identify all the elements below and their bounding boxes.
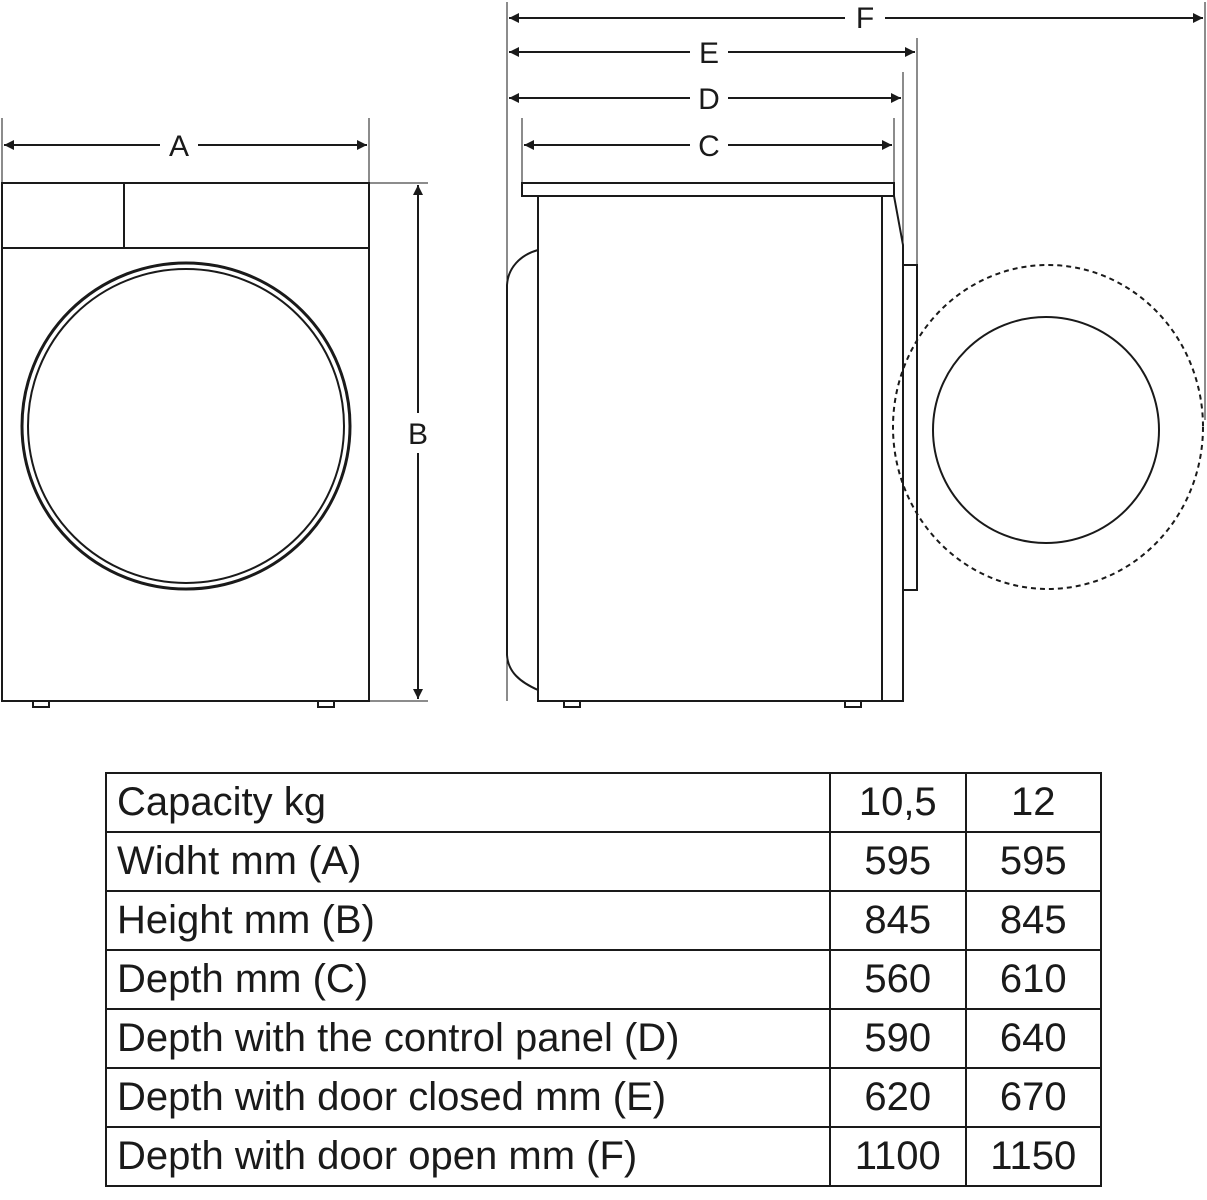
- dimension-label-b: B: [408, 418, 428, 451]
- side-back-cover: [506, 249, 539, 691]
- dimension-label-c: C: [698, 130, 720, 163]
- specification-table: Capacity kg 10,5 12 Widht mm (A) 595 595…: [104, 772, 1102, 1187]
- value-12kg: 670: [964, 1067, 1102, 1128]
- table-row: Height mm (B) 845 845: [104, 890, 1102, 951]
- row-label: Depth mm (C): [104, 949, 832, 1010]
- value-10-5kg: 590: [829, 1008, 967, 1069]
- front-foot-left: [32, 700, 50, 708]
- value-10-5kg: 620: [829, 1067, 967, 1128]
- value-12kg: 640: [964, 1008, 1102, 1069]
- open-door-swing: [892, 264, 1204, 590]
- front-view: [1, 182, 370, 708]
- side-cabinet: [537, 195, 883, 702]
- dimension-label-a: A: [169, 130, 189, 163]
- dimension-drawing: A B C D E F: [1, 2, 1206, 708]
- value-12kg: 595: [964, 831, 1102, 892]
- extension-lines: [1, 2, 1206, 702]
- side-view: [506, 182, 1204, 708]
- row-label: Widht mm (A): [104, 831, 832, 892]
- dimension-label-e: E: [699, 37, 719, 70]
- row-label: Depth with door open mm (F): [104, 1126, 832, 1187]
- side-foot-left: [563, 700, 581, 708]
- front-door-outer: [20, 261, 352, 591]
- open-door-glass: [932, 316, 1160, 544]
- table-row: Capacity kg 10,5 12: [104, 772, 1102, 833]
- value-12kg: 610: [964, 949, 1102, 1010]
- table-row: Depth with door open mm (F) 1100 1150: [104, 1126, 1102, 1187]
- front-door-inner: [27, 268, 345, 584]
- table-row: Widht mm (A) 595 595: [104, 831, 1102, 892]
- table-row: Depth mm (C) 560 610: [104, 949, 1102, 1010]
- row-label: Capacity kg: [104, 772, 832, 833]
- side-top-panel: [521, 182, 895, 197]
- value-10-5kg: 845: [829, 890, 967, 951]
- row-label: Depth with the control panel (D): [104, 1008, 832, 1069]
- value-10-5kg: 10,5: [829, 772, 967, 833]
- dimension-label-f: F: [856, 2, 874, 35]
- side-rear-panel: [882, 195, 904, 702]
- side-foot-right: [844, 700, 862, 708]
- dimension-letters: A B C D E F: [160, 2, 885, 453]
- side-door-closed: [902, 264, 918, 591]
- value-10-5kg: 595: [829, 831, 967, 892]
- value-12kg: 12: [964, 772, 1102, 833]
- value-10-5kg: 1100: [829, 1126, 967, 1187]
- value-10-5kg: 560: [829, 949, 967, 1010]
- table-row: Depth with door closed mm (E) 620 670: [104, 1067, 1102, 1128]
- value-12kg: 845: [964, 890, 1102, 951]
- row-label: Depth with door closed mm (E): [104, 1067, 832, 1128]
- row-label: Height mm (B): [104, 890, 832, 951]
- front-cabinet: [1, 182, 370, 702]
- table-row: Depth with the control panel (D) 590 640: [104, 1008, 1102, 1069]
- value-12kg: 1150: [964, 1126, 1102, 1187]
- dimension-label-d: D: [698, 83, 720, 116]
- front-foot-right: [317, 700, 335, 708]
